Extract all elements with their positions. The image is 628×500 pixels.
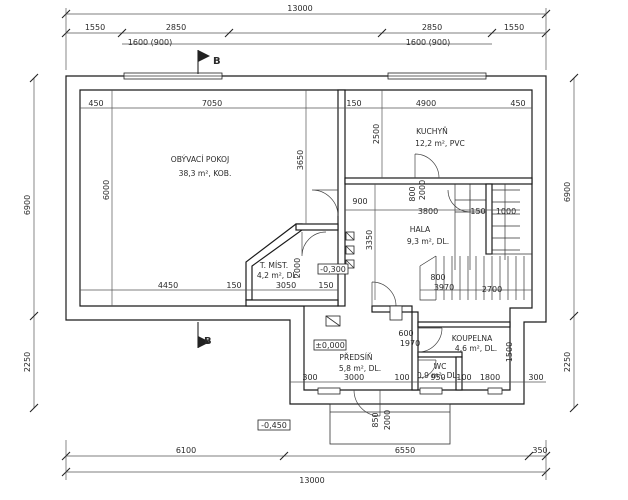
dim-storage-2: 150 (318, 281, 333, 290)
dim-front-6: 1800 (480, 373, 500, 382)
room-storage-name: T. MÍST. (259, 261, 288, 270)
room-living-area: 38,3 m², KOB. (179, 169, 232, 178)
interior-dimensions: 450 7050 150 4900 450 6000 3650 4450 150… (80, 90, 546, 430)
outer-walls (65, 72, 547, 405)
dim-right-total: 6900 (563, 182, 572, 202)
room-wc-area: 0,9 m², DL. (417, 371, 459, 380)
dim-hall-depth: 3350 (365, 230, 374, 250)
dim-top-window-1: 1600 (900) (128, 38, 172, 47)
dim-bath-side: 1500 (505, 342, 514, 362)
dim-hall-2: 3800 (418, 207, 438, 216)
dim-top-row-4: 1550 (504, 23, 524, 32)
level-storage: -0,300 (320, 265, 346, 274)
room-storage-area: 4,2 m², DL. (257, 271, 299, 280)
dim-front-1: 300 (302, 373, 317, 382)
window-entry (317, 387, 341, 395)
section-label-top: B (213, 56, 221, 67)
top-dimensions: 13000 1550 2850 2850 1550 1600 (900) 160… (61, 4, 551, 70)
dim-hall-3: 1000 (496, 207, 516, 216)
door-kitchen (414, 153, 440, 179)
dim-top-row-1: 1550 (85, 23, 105, 32)
dim-entry-door-2: 1970 (400, 339, 420, 348)
room-bath-area: 4,6 m², DL. (455, 344, 497, 353)
room-hall-name: HALA (410, 225, 431, 234)
dim-front-5: 100 (456, 373, 471, 382)
door-wc (417, 359, 437, 379)
dim-storage-1: 3050 (276, 281, 296, 290)
dim-hall-4: 150 (470, 207, 485, 216)
door-bath (417, 327, 443, 353)
dim-top-total: 13000 (287, 4, 312, 13)
dim-front-7: 300 (528, 373, 543, 382)
room-labels: OBÝVACÍ POKOJ 38,3 m², KOB. KUCHYŇ 12,2 … (171, 127, 497, 380)
dim-bottom-row-2: 6550 (395, 446, 415, 455)
dim-stairs-2: 3970 (434, 283, 454, 292)
dim-living-1: 450 (88, 99, 103, 108)
section-label-bottom: B (204, 336, 212, 347)
dim-storage-3: 2000 (293, 258, 302, 278)
dim-kitchen-depth: 2500 (372, 124, 381, 144)
dim-bottom-door-2: 2000 (383, 410, 392, 430)
dim-left-lower: 2250 (23, 352, 32, 372)
window-wc (419, 387, 443, 395)
fixtures (325, 231, 451, 445)
room-wc-name: WC (434, 362, 447, 371)
door-hall-living (311, 189, 339, 217)
door-storage (301, 231, 327, 257)
dim-front-3: 100 (394, 373, 409, 382)
room-bath-name: KOUPELNA (452, 334, 493, 343)
dim-bottom-row-3: 350 (532, 446, 547, 455)
side-dimensions: 6900 2250 6900 2250 (23, 73, 579, 413)
level-terrace: -0,450 (261, 421, 287, 430)
dim-stairs-3: 2700 (482, 285, 502, 294)
dim-living-5: 450 (510, 99, 525, 108)
dim-living-4: 4900 (416, 99, 436, 108)
section-marks: B B (197, 50, 221, 348)
dim-hall-1: 900 (352, 197, 367, 206)
dim-front-4: 950 (430, 373, 445, 382)
room-kitchen-name: KUCHYŇ (416, 127, 448, 136)
section-arrow-bottom-icon (198, 336, 210, 348)
room-kitchen-area: 12,2 m², PVC (415, 139, 465, 148)
dim-living-3: 150 (346, 99, 361, 108)
dim-living-2: 7050 (202, 99, 222, 108)
entrance-terrace (329, 403, 451, 445)
room-hall-area: 9,3 m², DL. (407, 237, 449, 246)
dim-left-total: 6900 (23, 195, 32, 215)
dim-top-window-2: 1600 (900) (406, 38, 450, 47)
dim-top-row-2: 2850 (166, 23, 186, 32)
door-entry-hall (371, 281, 397, 307)
dim-top-row-3: 2850 (422, 23, 442, 32)
dim-right-lower: 2250 (563, 352, 572, 372)
dim-stairs-1: 800 (430, 273, 445, 282)
dim-bottom-door-1: 850 (371, 412, 380, 427)
room-living-name: OBÝVACÍ POKOJ (171, 155, 229, 164)
bottom-dimensions: 6100 6550 350 13000 (61, 440, 551, 485)
dim-living-bottom-1: 4450 (158, 281, 178, 290)
room-entry-name: PŘEDSÍŇ (339, 353, 372, 362)
dim-kitchen-door-2: 2000 (418, 180, 427, 200)
level-entry: ±0,000 (315, 341, 345, 350)
dim-living-inner: 3650 (296, 150, 305, 170)
staircase (419, 184, 532, 301)
dim-living-bottom-2: 150 (226, 281, 241, 290)
window-bath (487, 387, 503, 395)
section-arrow-top-icon (198, 50, 210, 62)
door-hall-side (447, 189, 471, 213)
room-entry-area: 5,8 m², DL. (339, 364, 381, 373)
dim-living-depth: 6000 (102, 180, 111, 200)
doors (301, 153, 471, 417)
dim-bottom-row-1: 6100 (176, 446, 196, 455)
dim-front-2: 3000 (344, 373, 364, 382)
level-markers: -0,300 ±0,000 -0,450 (257, 263, 349, 431)
dim-entry-door-1: 600 (398, 329, 413, 338)
dim-bottom-total: 13000 (299, 476, 324, 485)
dim-kitchen-door-1: 800 (408, 186, 417, 201)
